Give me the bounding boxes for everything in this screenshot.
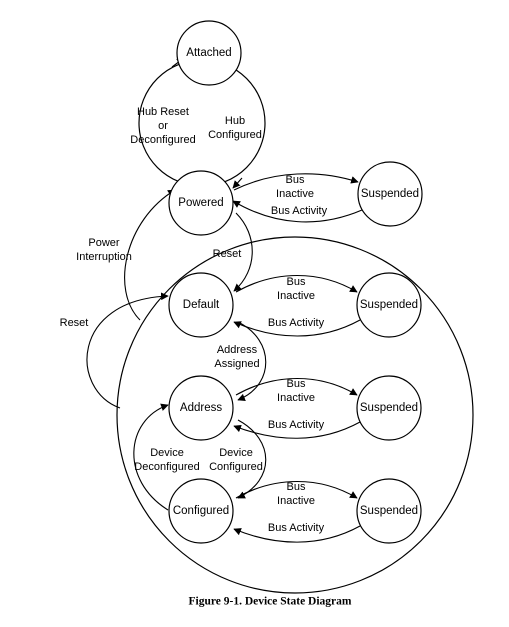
default-bus-inactive-label-2: Inactive	[277, 290, 315, 302]
device-configured-label-2: Configured	[209, 461, 263, 473]
state-default	[168, 272, 234, 338]
state-attached	[176, 20, 242, 86]
device-deconfigured-label-2: Deconfigured	[134, 461, 199, 473]
device-configured-label-1: Device	[219, 447, 253, 459]
state-suspended-configured	[356, 478, 422, 544]
state-attached-label: Attached	[186, 47, 231, 59]
default-bus-activity-edge	[233, 319, 361, 337]
state-suspended-default-label: Suspended	[360, 299, 418, 311]
configured-bus-inactive-label-2: Inactive	[277, 495, 315, 507]
address-assigned-edge	[237, 321, 267, 401]
state-configured	[168, 478, 234, 544]
address-assigned-label-2: Assigned	[214, 358, 259, 370]
configured-bus-inactive-label-1: Bus	[287, 481, 306, 493]
state-suspended-configured-label: Suspended	[360, 505, 418, 517]
hub-configured-arrowhead	[232, 177, 243, 189]
state-suspended-address	[356, 375, 422, 441]
reset-outer-label: Reset	[60, 317, 89, 329]
default-bus-activity-label: Bus Activity	[268, 317, 325, 329]
address-bus-activity-label: Bus Activity	[268, 419, 325, 431]
address-bus-inactive-label-1: Bus	[287, 378, 306, 390]
hub-configured-label-2: Configured	[208, 129, 262, 141]
reset-outer-edge	[86, 292, 169, 409]
hub-reset-label-3: Deconfigured	[130, 134, 195, 146]
device-deconfigured-edge	[133, 403, 169, 511]
state-suspended-powered-label: Suspended	[361, 188, 419, 200]
state-suspended-powered	[357, 161, 423, 227]
state-address	[168, 375, 234, 441]
address-assigned-label-1: Address	[217, 344, 258, 356]
configured-bus-inactive-edge	[235, 480, 358, 499]
hub-configured-label-1: Hub	[225, 115, 245, 127]
reset-powered-default-edge	[233, 212, 253, 292]
state-address-label: Address	[180, 402, 222, 414]
state-powered-label: Powered	[178, 197, 223, 209]
default-bus-inactive-edge	[235, 274, 358, 293]
state-suspended-address-label: Suspended	[360, 402, 418, 414]
powered-bus-inactive-label-2: Inactive	[276, 188, 314, 200]
state-powered	[168, 170, 234, 236]
reset-powered-default-label: Reset	[213, 248, 242, 260]
figure-caption: Figure 9-1. Device State Diagram	[189, 596, 352, 608]
powered-bus-activity-label: Bus Activity	[271, 205, 328, 217]
default-bus-inactive-label-1: Bus	[287, 276, 306, 288]
powered-bus-activity-edge	[232, 200, 363, 223]
address-bus-inactive-edge	[235, 377, 358, 396]
powered-bus-inactive-edge	[233, 173, 359, 191]
hub-reset-label-2: or	[158, 120, 168, 132]
state-configured-label: Configured	[173, 505, 229, 517]
state-suspended-default	[356, 272, 422, 338]
power-interruption-label-2: Interruption	[76, 251, 132, 263]
address-bus-activity-edge	[233, 421, 361, 439]
power-interruption-label-1: Power	[88, 237, 120, 249]
hub-reset-label-1: Hub Reset	[137, 106, 189, 118]
outer-enclosing-circle	[116, 236, 474, 594]
address-bus-inactive-label-2: Inactive	[277, 392, 315, 404]
configured-bus-activity-edge	[233, 525, 361, 543]
powered-bus-inactive-label-1: Bus	[286, 174, 305, 186]
device-deconfigured-label-1: Device	[150, 447, 184, 459]
state-default-label: Default	[183, 299, 220, 311]
configured-bus-activity-label: Bus Activity	[268, 522, 325, 534]
power-interruption-edge	[124, 189, 176, 321]
